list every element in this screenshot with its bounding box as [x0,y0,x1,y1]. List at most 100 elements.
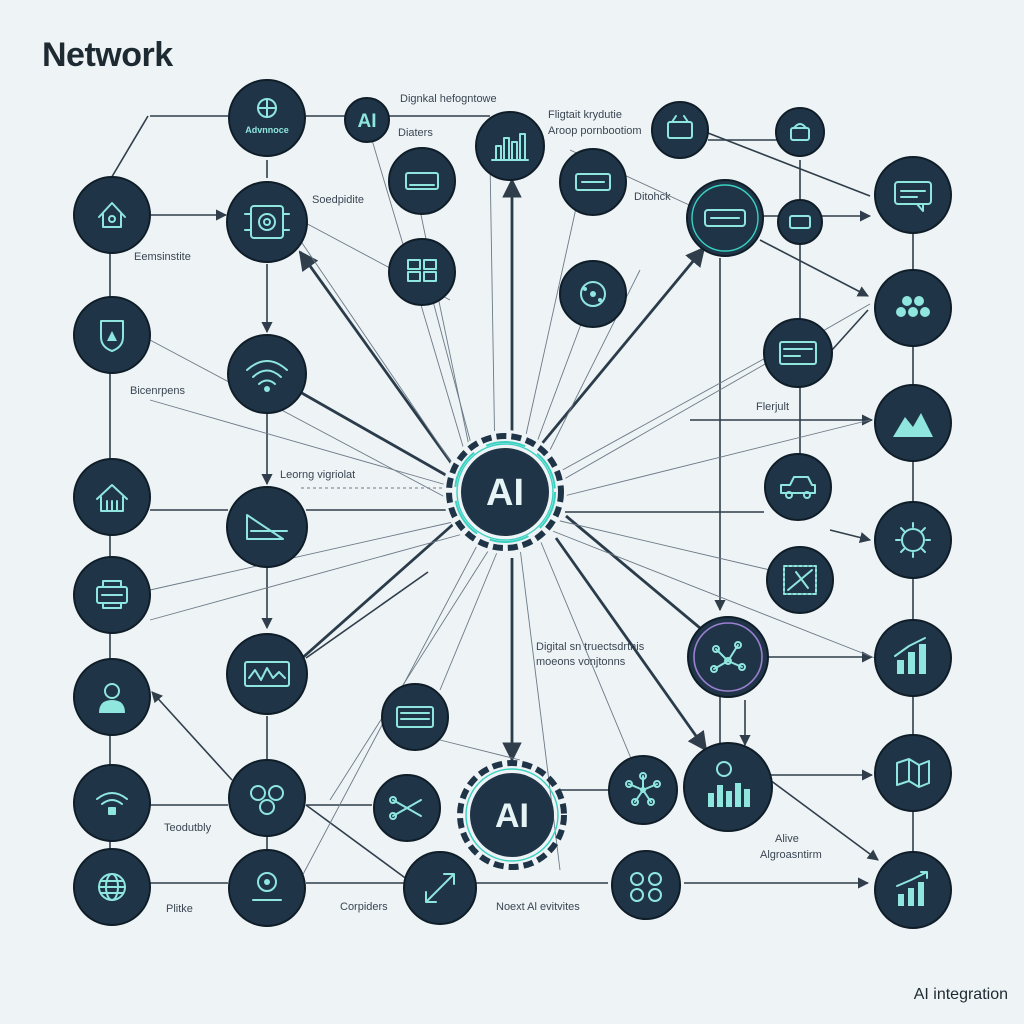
label-bicenrpens: Bicenrpens [130,385,186,397]
node-phone-chip[interactable] [228,849,306,927]
node-atom[interactable] [559,260,627,328]
node-cluster[interactable] [874,269,952,347]
hub-main-label: AI [486,472,524,514]
building-icon [96,484,128,512]
edge [305,804,409,881]
node-person[interactable] [73,658,151,736]
node-cpu[interactable] [226,181,308,263]
node-vehicle[interactable] [764,453,832,521]
hub-main[interactable]: AI [443,430,567,554]
edge [538,246,706,447]
cluster-icon [896,296,930,317]
label-higtolt: Fligtait krydutie [548,109,622,121]
node-printer[interactable] [73,556,151,634]
node-gear-cluster[interactable] [611,850,681,920]
nodes: Advnnoce [73,79,952,929]
vehicle-icon [780,476,816,499]
person-icon [99,683,125,713]
compass-icon [257,98,277,118]
handbag-icon [790,123,810,141]
edge [305,571,429,659]
edge [707,132,871,197]
node-server-rack[interactable] [388,238,456,306]
bar-chart-icon [894,637,926,674]
node-cut[interactable] [373,774,441,842]
label-digital-info: Dignkal hefogntowe [400,93,497,105]
edge [759,239,869,297]
node-basket[interactable] [651,101,709,159]
node-handbag[interactable] [775,107,825,157]
wifi-icon [246,360,288,392]
node-layers[interactable] [686,179,764,257]
node-equalizer[interactable] [683,742,773,832]
node-globe[interactable] [73,848,151,926]
node-router[interactable] [559,148,627,216]
node-device[interactable] [388,147,456,215]
label-eemsinsite: Eemsinstite [134,251,191,263]
node-advantage[interactable]: Advnnoce [228,79,306,157]
equalizer-icon [708,761,750,807]
label-plitke: Plitke [166,903,193,915]
label-ditohck: Ditohck [634,191,671,203]
edge [565,514,701,630]
server-rack-icon [407,259,437,282]
node-wifi-lock[interactable] [73,764,151,842]
device-icon [405,172,439,190]
footer-caption: AI integration [913,986,1008,1003]
printer-icon [96,580,128,609]
labels: Dignkal hefogntowe Diaters Fligtait kryd… [130,93,822,915]
gear-cluster-icon [630,872,662,902]
node-brain-network[interactable] [687,616,769,698]
page-title: Network [42,36,173,74]
atom-icon [580,281,606,307]
chat-icon [894,181,932,212]
edge [769,779,879,861]
map-dashed-icon [783,565,817,595]
waveform-icon [244,661,290,687]
label-leornng: Leorng vigriolat [280,469,355,481]
node-growth-chart[interactable] [874,851,952,929]
mountain-icon [893,413,933,437]
bars-icon [491,133,529,161]
node-card-small[interactable] [777,199,823,245]
node-chat[interactable] [874,156,952,234]
label-alive: Alive [775,833,799,845]
label-moeons: moeons vonjtonns [536,656,626,668]
node-neural[interactable] [608,755,678,825]
node-keyboard[interactable] [381,683,449,751]
edge [831,309,869,351]
cpu-icon [244,205,290,239]
map-icon [896,758,930,788]
label-fierjult: Flerjult [756,401,789,413]
node-ai-small[interactable]: AI [344,97,390,143]
edge [554,537,708,752]
node-wifi[interactable] [227,334,307,414]
node-home-shield[interactable] [73,176,151,254]
tag-icon [789,215,811,229]
growth-chart-icon [896,871,928,906]
ai-small-label: AI [358,111,377,132]
hub-secondary[interactable]: AI [457,760,567,870]
node-resize-arrow[interactable] [403,851,477,925]
node-mountain[interactable] [874,384,952,462]
shield-icon [100,320,124,352]
node-shield[interactable] [73,296,151,374]
gears-icon [250,785,284,815]
neural-icon [625,772,661,806]
node-map-dashed[interactable] [766,546,834,614]
node-map[interactable] [874,734,952,812]
node-bar-chart[interactable] [874,619,952,697]
edge [151,691,233,781]
node-waveform[interactable] [226,633,308,715]
node-chart-triangle[interactable] [226,486,308,568]
cut-icon [389,796,422,820]
node-bars[interactable] [475,111,545,181]
edge [299,518,459,662]
label-digital-structs: Digital sn truectsdrtnis [536,641,645,653]
node-gear[interactable] [874,501,952,579]
hub-secondary-label: AI [495,797,529,835]
node-gears[interactable] [228,759,306,837]
node-building[interactable] [73,458,151,536]
node-card[interactable] [763,318,833,388]
